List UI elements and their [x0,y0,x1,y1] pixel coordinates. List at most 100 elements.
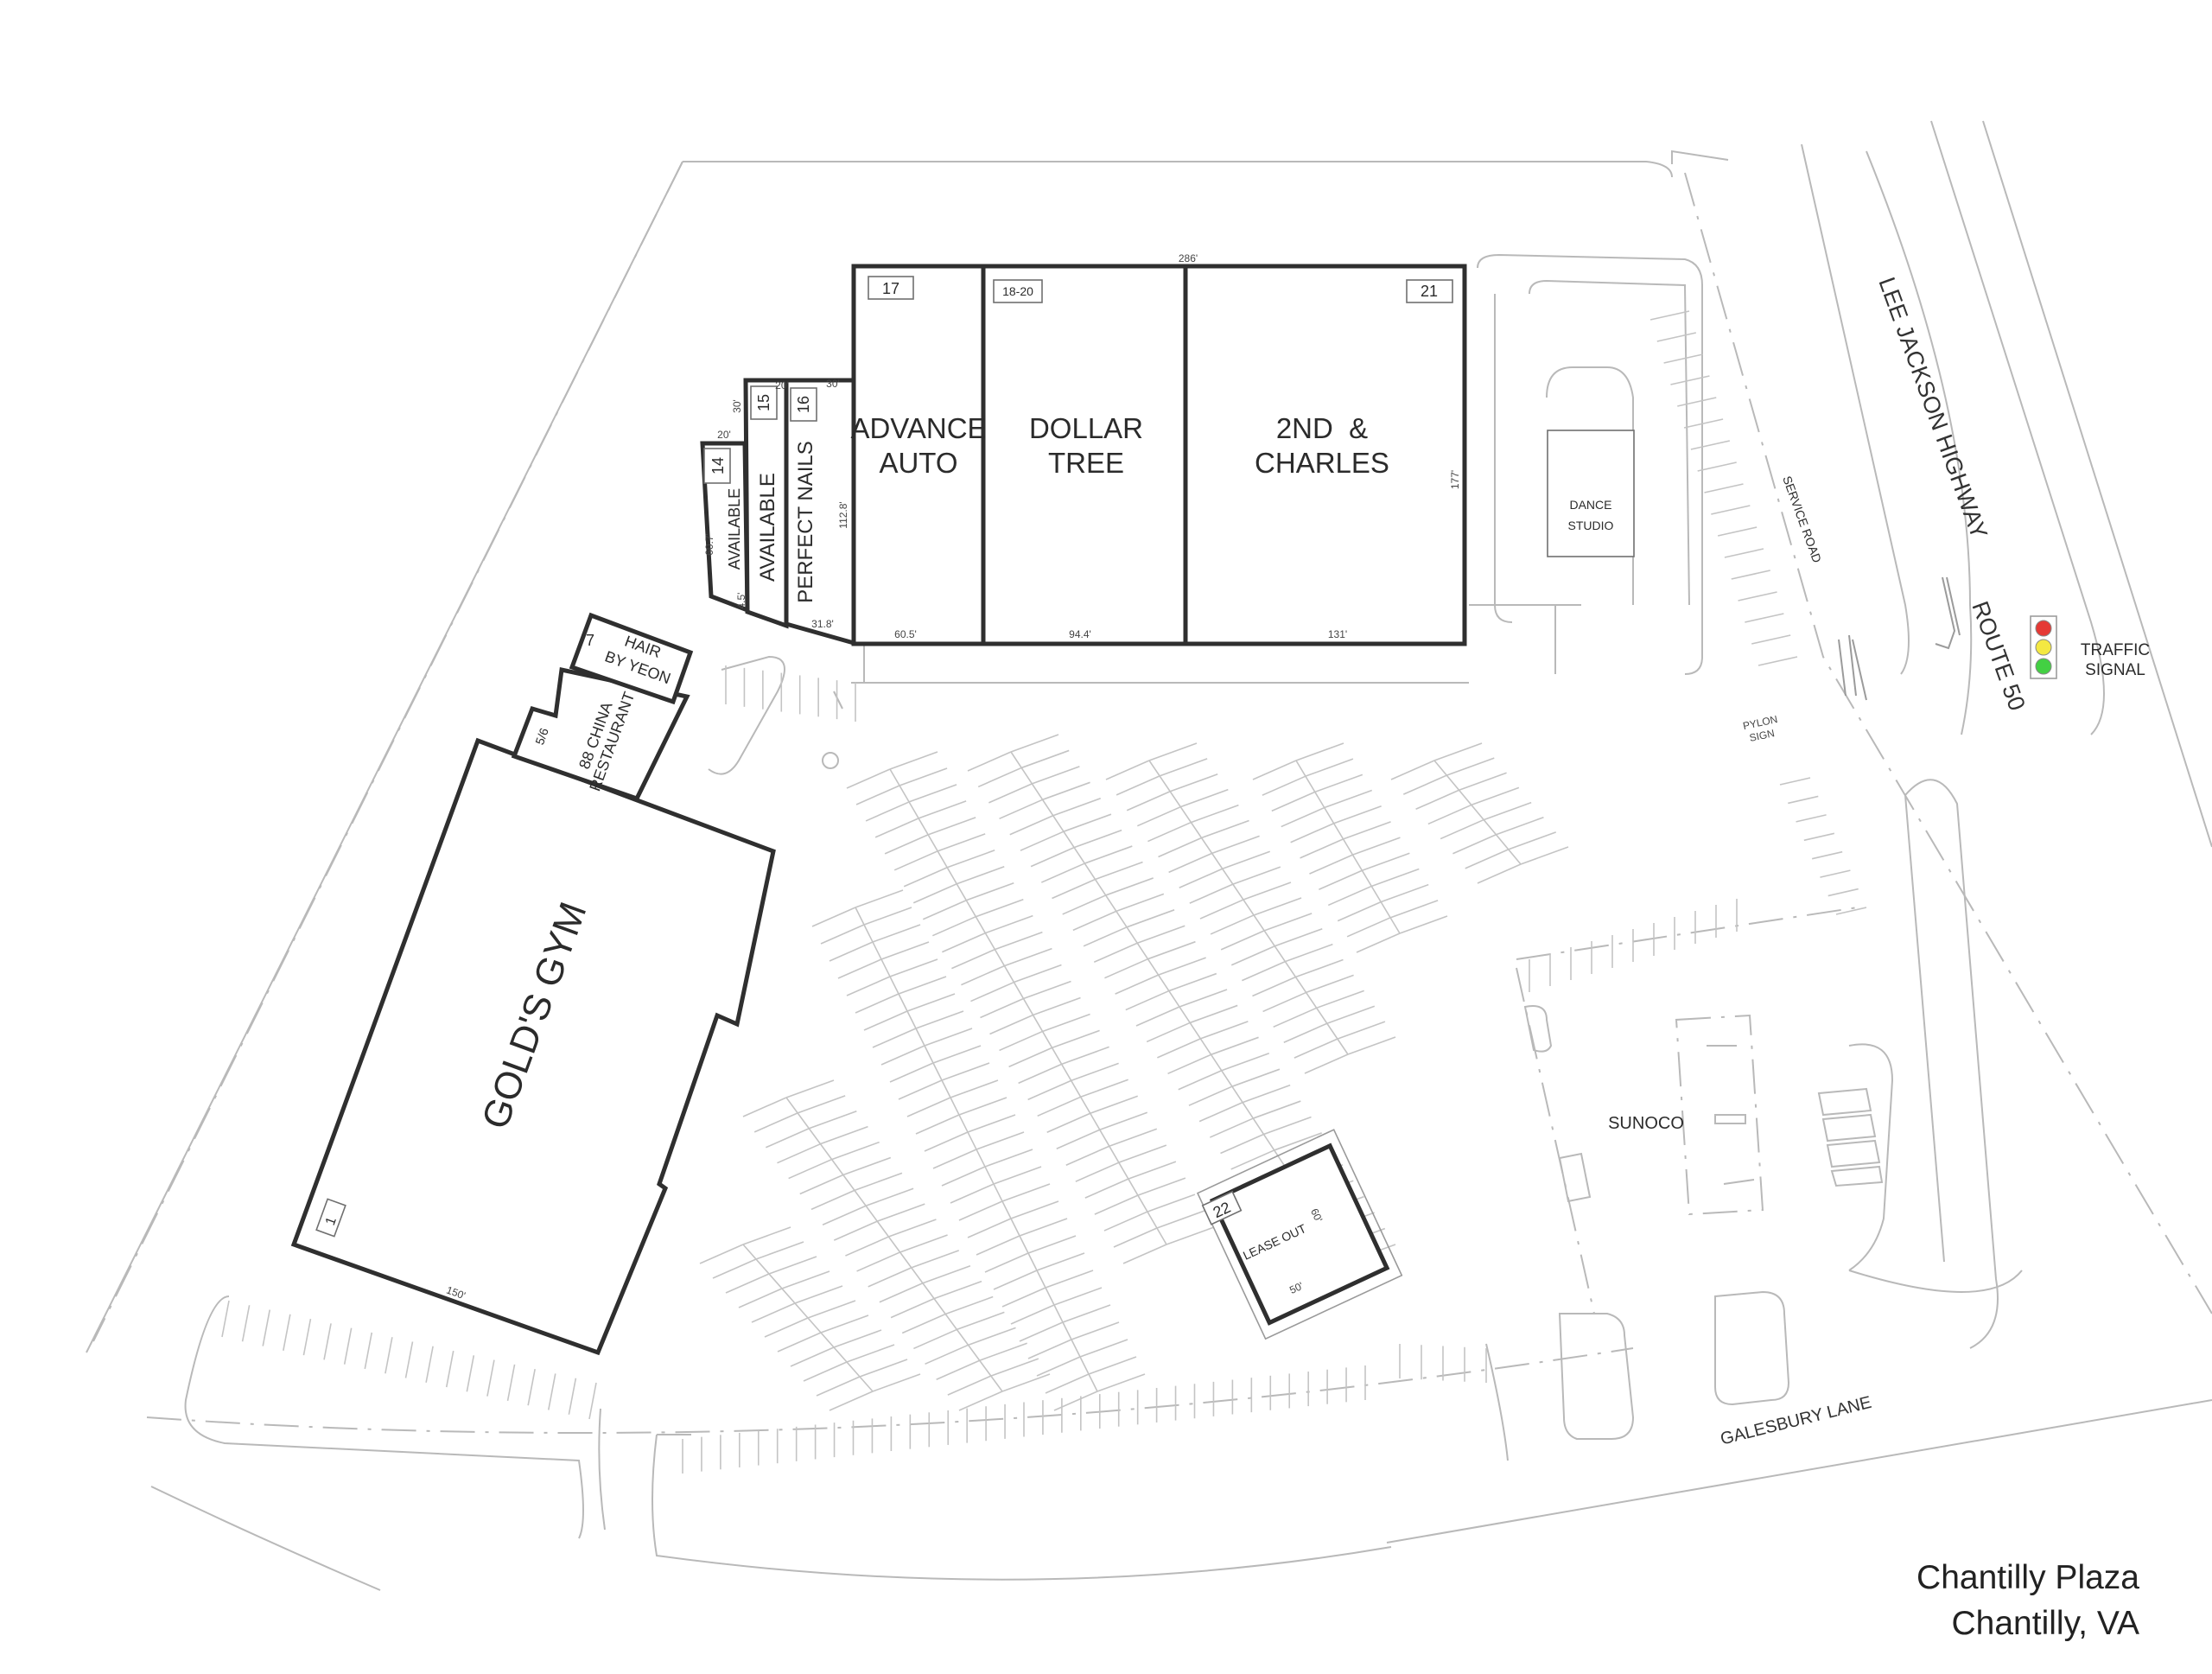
unit-16-number: 16 [795,396,812,413]
parking-stall-line [1262,991,1306,1013]
parking-stall-line [993,1270,1038,1290]
parking-stall-line [1271,791,1316,812]
parking-stall-line [803,1361,848,1382]
parking-stall-line [1189,883,1234,904]
unit-16-dim-side: 112.8' [837,501,849,528]
parking-stall-line [1201,819,1249,839]
traffic-signal-line1: TRAFFIC [2081,641,2150,659]
parking-stall-line [872,924,921,943]
parking-stall-line [1324,789,1373,809]
2nd-and-charles-building [1183,264,1467,646]
parking-stall-line [1274,1132,1322,1151]
parking-stall-line [865,801,910,822]
parking-stall-line [1496,816,1544,836]
parking-stall-line [1072,910,1117,932]
parking-stall-line [1046,1112,1091,1134]
parking-stall-line [915,1114,960,1135]
parking-stall-line [932,1045,982,1064]
parking-stall-line [1520,846,1569,865]
parking-stall-line [768,1256,817,1275]
parking-stall-line [1717,526,1758,537]
parking-stall-line [1290,822,1334,843]
parking-stall-line [221,1300,230,1338]
parking-stall-line [820,924,865,945]
parking-stall-line [927,817,976,836]
parking-stall-line [1079,1339,1128,1358]
parking-stall-line [1803,832,1835,842]
parking-stall-line [1243,882,1292,901]
parking-stall-line [1402,774,1447,795]
parking-stall-line [1126,791,1171,812]
parking-stall-line [833,1220,878,1241]
parking-stall-line [1200,1021,1249,1040]
dollar-tree-building [981,264,1188,646]
parking-stall-line [1370,868,1420,888]
parking-stall-line [908,784,957,803]
parking-stall-line [781,1270,830,1289]
overall-depth: 177' [1449,470,1461,489]
parking-stall-line [989,1014,1033,1035]
parking-stall-line [1096,1373,1146,1392]
parking-stall-line [364,1332,373,1370]
parking-stall-line [1452,833,1497,855]
parking-stall-line [742,1097,787,1117]
advance-auto-line1: ADVANCE [850,412,986,444]
parking-stall-line [1399,915,1448,934]
parking-stall-line [1062,894,1107,915]
parking-stall-line [937,833,986,852]
parking-stall-line [1285,943,1333,963]
parking-stall-line [829,941,874,962]
parking-stall-line [1135,1006,1180,1027]
advance-auto-dimension: 60.5' [894,628,917,640]
parking-stall-line [1137,1177,1186,1196]
parking-stall-line [833,1329,882,1348]
parking-stall-line [1309,854,1353,875]
parking-stall-line [1232,866,1281,885]
parking-stall-line [725,1273,770,1294]
hair-by-yeon-building [569,612,694,705]
parking-stall-line [1390,760,1435,780]
parking-stall-line [1061,1046,1109,1066]
unit-16-dim-bottom: 31.8' [811,618,834,630]
parking-stall-line [980,997,1024,1019]
parking-stall-line [932,1149,977,1169]
unit-14-dim-side: 60.7' [703,533,715,556]
parking-stall-line [1273,1007,1318,1028]
parking-stall-line [1009,815,1054,836]
parking-stall-line [1083,926,1128,947]
parking-stall-line [1305,758,1354,777]
parking-stall-line [898,1079,943,1100]
parking-stall-line [1731,570,1770,580]
parking-stall-line [922,1264,971,1284]
parking-stall-line [1010,1200,1059,1219]
parking-stall-line [486,1359,495,1397]
parking-stall-line [1191,804,1239,824]
parking-stall-line [753,1112,798,1133]
parking-stall-line [1052,797,1102,817]
parking-stall-line [1166,1226,1215,1245]
parking-stall-line [1169,773,1218,792]
parking-stall-line [1230,1149,1275,1170]
parking-stall-line [898,976,947,995]
parking-stall-line [1337,901,1382,922]
parking-stall-line [1147,1193,1196,1213]
parking-stall-line [872,1028,917,1048]
parking-stall-line [1053,1391,1098,1411]
parking-stall-line [999,1030,1043,1052]
unit-15-label: AVAILABLE [756,473,779,582]
parking-stall-line [1157,1038,1201,1059]
parking-stall-line [241,1305,251,1342]
unit-14-dim-bottom: 4.5' [735,593,747,609]
unit-18-20-number: 18-20 [1002,284,1033,298]
parking-stall-line [712,1258,757,1279]
parking-stall-line [1027,1235,1077,1254]
parking-stall-line [1010,734,1059,753]
parking-stall-line [951,948,995,970]
parking-stall-line [985,914,1033,934]
parking-stall-line [343,1327,353,1365]
dance-studio-line2: STUDIO [1568,519,1614,532]
parking-stall-line [751,1302,796,1323]
parking-stall-line [872,1373,921,1392]
highway-label: LEE JACKSON HIGHWAY [1873,274,1992,543]
parking-stall-line [1295,958,1344,978]
